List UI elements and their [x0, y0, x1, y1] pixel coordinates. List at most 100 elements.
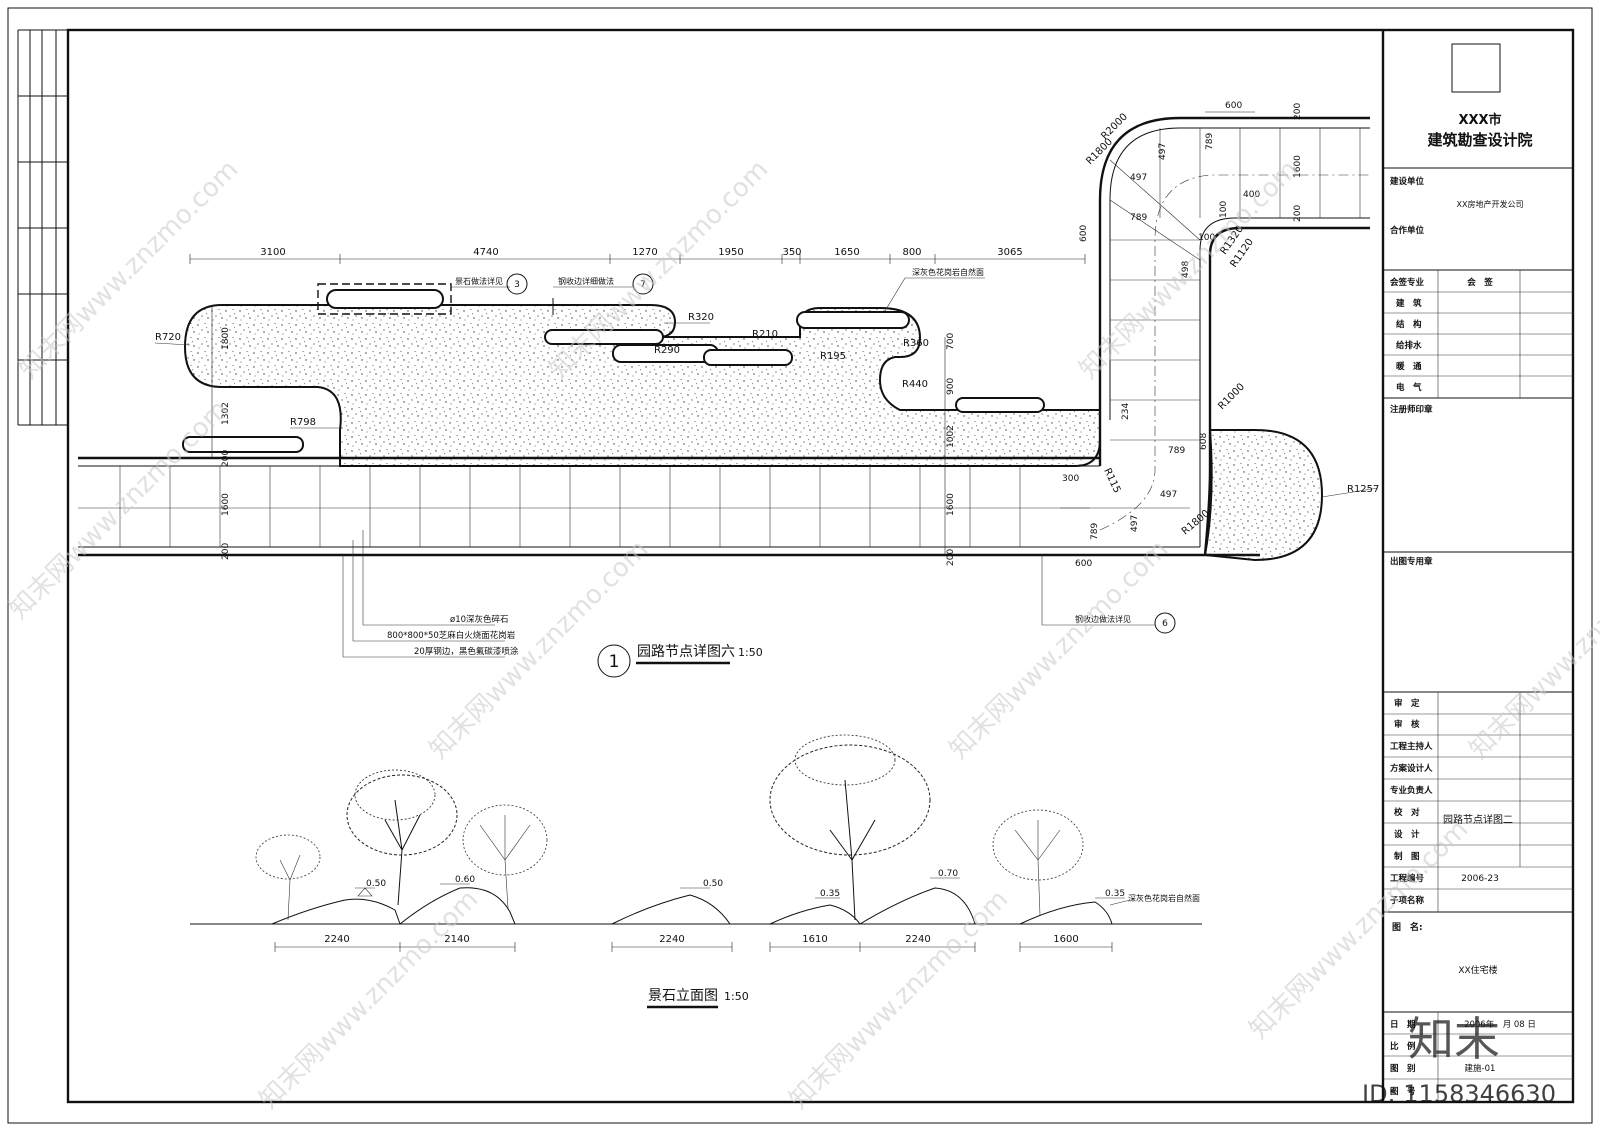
dim-497-a: 497 — [1158, 143, 1168, 160]
height-1: 0.50 — [366, 879, 386, 889]
gravel-corner-bed — [1203, 429, 1324, 562]
height-4: 0.35 — [820, 889, 840, 899]
radius-r720: R720 — [155, 332, 181, 343]
engineer-seal-label: 注册师印章 — [1390, 404, 1433, 415]
dim-100-a: 100 — [1219, 201, 1229, 218]
height-3: 0.50 — [703, 879, 723, 889]
rock-6 — [1019, 901, 1113, 925]
height-markers: 0.50 0.60 0.50 0.35 0.70 0.35 深灰色花岗岩自然面 — [355, 869, 1200, 906]
stone-4 — [703, 349, 793, 366]
watermark-id: ID: 1158346630 — [1362, 1080, 1556, 1108]
dim-top-8: 3065 — [997, 247, 1022, 258]
elevation-scale: 1:50 — [724, 990, 749, 1003]
elevation-note: 深灰色花岗岩自然面 — [1128, 893, 1200, 903]
role-scheme-designer: 方案设计人 — [1390, 763, 1433, 774]
scale-label: 比 例 — [1390, 1041, 1416, 1052]
watermark-9: 知末网www.znzmo.com — [784, 884, 1015, 1115]
elev-dim-5: 2240 — [905, 934, 930, 945]
dim-600-v: 600 — [1079, 225, 1089, 242]
dim-top-5: 350 — [782, 247, 801, 258]
dim-300: 300 — [1062, 474, 1079, 484]
dim-top-7: 800 — [902, 247, 921, 258]
elevation-view: 0.50 0.60 0.50 0.35 0.70 0.35 深灰色花岗岩自然面 … — [190, 734, 1202, 1009]
discipline-structure: 结 构 — [1396, 319, 1422, 330]
watermarks: 知末网www.znzmo.com 知末网www.znzmo.com 知末网www… — [4, 154, 1600, 1115]
stone-1 — [326, 289, 444, 309]
callout-granite-natural: 深灰色花岗岩自然面 — [912, 267, 984, 277]
drawing-name-value: XX住宅楼 — [1458, 964, 1497, 976]
elev-dim-4: 1610 — [802, 934, 827, 945]
dim-608: 608 — [1199, 433, 1209, 450]
radius-r320: R320 — [688, 312, 714, 323]
radius-r210: R210 — [752, 329, 778, 340]
plan-scale: 1:50 — [738, 646, 763, 659]
dim-234: 234 — [1121, 403, 1131, 420]
callout-steel-border: 20厚钢边，黑色氟碳漆喷涂 — [414, 646, 519, 657]
callout-circle-3 — [506, 273, 528, 295]
role-design: 设 计 — [1394, 829, 1420, 840]
radius-r2000: R2000 — [1099, 111, 1130, 142]
stone-6 — [955, 397, 1045, 413]
tree-3 — [462, 804, 548, 909]
radius-r440: R440 — [902, 379, 928, 390]
dim-200-e: 200 — [946, 549, 956, 566]
height-6: 0.35 — [1105, 889, 1125, 899]
callout-ref-7: 7 — [640, 280, 646, 290]
discipline-plumbing: 给排水 — [1396, 340, 1422, 351]
dim-200-a: 200 — [221, 450, 231, 467]
stepping-stones — [182, 283, 1045, 453]
discipline-electrical: 电 气 — [1396, 382, 1422, 393]
callout-ref-6: 6 — [1162, 619, 1168, 629]
elev-dim-3: 2240 — [659, 934, 684, 945]
radius-r115: R115 — [1101, 467, 1122, 495]
title-block: XXX市 建筑勘查设计院 建设单位 XX房地产开发公司 合作单位 会签专业 会 … — [1381, 30, 1573, 1102]
tree-1 — [255, 834, 321, 921]
paved-path-straight — [78, 456, 1260, 557]
cooperation-unit-label: 合作单位 — [1389, 225, 1425, 236]
dim-400: 400 — [1243, 190, 1260, 200]
dim-497-c: 497 — [1160, 490, 1177, 500]
paved-path-curved — [1060, 116, 1370, 556]
role-review: 审 核 — [1394, 719, 1420, 730]
dim-1002: 1002 — [946, 425, 956, 448]
plan-title-text: 园路节点详图六 — [637, 644, 735, 660]
rock-5 — [858, 887, 976, 925]
dim-200-d: 200 — [1293, 205, 1303, 222]
dim-top-6: 1650 — [834, 247, 859, 258]
stone-2 — [544, 329, 664, 345]
role-project-lead: 工程主持人 — [1390, 741, 1433, 752]
dim-1600-b: 1600 — [1293, 155, 1303, 178]
drawing-title: 园路节点详图二 — [1443, 813, 1513, 826]
callout-steel-edge-2: 钢收边做法详见 — [1075, 614, 1131, 624]
dim-789-d: 789 — [1090, 523, 1100, 540]
watermark-4: 知末网www.znzmo.com — [4, 394, 235, 625]
dim-top-4: 1950 — [718, 247, 743, 258]
watermark-7: 知末网www.znzmo.com — [1464, 534, 1600, 765]
radius-r1000: R1000 — [1216, 381, 1247, 412]
construction-unit-value: XX房地产开发公司 — [1457, 199, 1524, 209]
height-2: 0.60 — [455, 875, 475, 885]
rock-4 — [769, 904, 861, 925]
rock-3 — [611, 894, 731, 925]
dim-789-b: 789 — [1130, 213, 1147, 223]
stone-5 — [796, 311, 910, 329]
elev-dim-2: 2140 — [444, 934, 469, 945]
date-value: 2006年 月 08 日 — [1464, 1019, 1536, 1030]
rock-2 — [398, 887, 516, 925]
callout-gravel: ø10深灰色碎石 — [450, 614, 509, 625]
tree-2 — [346, 769, 458, 906]
project-no-label: 工程编号 — [1390, 873, 1425, 884]
binding-strip — [17, 29, 68, 426]
elevation-title: 景石立面图 — [648, 988, 718, 1004]
dimensions-misc: 1800 1302 200 1600 200 700 900 1002 600 … — [211, 101, 1303, 569]
radius-r798: R798 — [290, 417, 316, 428]
callout-circle-7 — [632, 273, 654, 295]
radius-r1257: R1257 — [1347, 484, 1379, 495]
discipline-hvac: 暖 通 — [1396, 361, 1422, 372]
category-value: 建施-01 — [1465, 1063, 1496, 1074]
radius-r195: R195 — [820, 351, 846, 362]
watermark-3: 知末网www.znzmo.com — [1074, 154, 1305, 385]
plan-number-circle — [597, 644, 631, 678]
role-approve: 审 定 — [1394, 698, 1420, 709]
callout-ref-3: 3 — [514, 280, 520, 290]
